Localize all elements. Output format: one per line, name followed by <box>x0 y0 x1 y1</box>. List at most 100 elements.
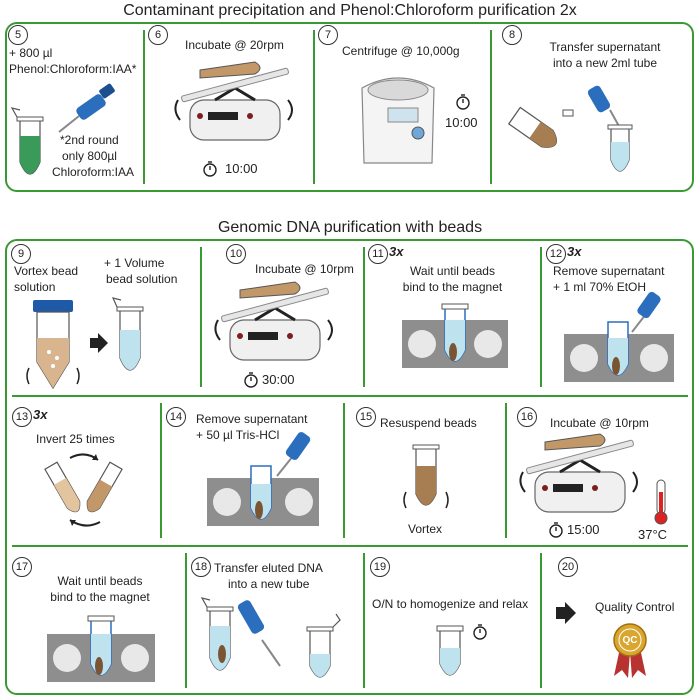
step-14-line-1: Remove supernatant <box>196 412 308 426</box>
pipette-icon <box>58 83 115 133</box>
step-18-number: 18 <box>191 557 211 577</box>
step-11-number: 11 <box>368 244 388 264</box>
step-19-line-1: O/N to homogenize and relax <box>372 597 529 611</box>
step-9-number: 9 <box>11 244 31 264</box>
step-5-note-1: *2nd round <box>60 133 119 147</box>
step-5-line-2: Phenol:Chloroform:IAA* <box>9 62 137 76</box>
divider <box>12 545 688 547</box>
tube-blue-icon <box>607 124 633 172</box>
step-9-line-1: Vortex bead <box>14 264 79 278</box>
step-7-line-1: Centrifuge @ 10,000g <box>342 44 460 58</box>
transfer-tubes-icon <box>200 597 341 678</box>
divider <box>160 403 162 538</box>
step-6-timer: 10:00 <box>225 161 258 176</box>
step-17-line-1: Wait until beads <box>57 574 143 588</box>
step-15-sub: Vortex <box>407 522 443 536</box>
tube-tilted-icon <box>507 106 574 148</box>
divider <box>363 247 365 387</box>
rotator-icon <box>519 433 638 513</box>
tube-green-icon <box>10 107 44 175</box>
step-9-line-2: solution <box>14 280 56 294</box>
centrifuge-icon <box>361 77 435 164</box>
step-11-line-2: bind to the magnet <box>402 280 503 294</box>
step-5-note-3: Chloroform:IAA <box>52 165 135 179</box>
divider <box>540 553 542 688</box>
step-15-line-1: Resuspend beads <box>380 416 477 430</box>
step-12-repeat-badge: 3x <box>567 244 582 259</box>
divider <box>540 247 542 387</box>
top-section-title: Contaminant precipitation and Phenol:Chl… <box>123 2 577 19</box>
divider <box>313 30 315 184</box>
divider <box>185 553 187 688</box>
step-8-number: 8 <box>502 25 522 45</box>
timer-icon <box>473 624 487 640</box>
step-13-number: 13 <box>12 407 32 427</box>
step-7-timer: 10:00 <box>445 115 478 130</box>
step-16-timer: 15:00 <box>567 522 600 537</box>
step-14-number: 14 <box>166 407 186 427</box>
arrow-right-icon <box>556 602 576 624</box>
tube-blue-icon <box>436 625 464 676</box>
step-10-line-1: Incubate @ 10rpm <box>255 262 354 276</box>
step-10-number: 10 <box>226 244 246 264</box>
step-12-line-2: + 1 ml 70% EtOH <box>553 280 647 294</box>
step-17-number: 17 <box>12 557 32 577</box>
bottom-section-title: Genomic DNA purification with beads <box>217 219 483 236</box>
timer-icon <box>456 94 470 110</box>
top-panel <box>5 22 694 192</box>
step-5-note-2: only 800µl <box>62 149 117 163</box>
step-5-number: 5 <box>8 25 28 45</box>
divider <box>143 30 145 184</box>
step-16-line-1: Incubate @ 10rpm <box>550 416 649 430</box>
timer-icon <box>244 372 258 388</box>
magnet-rack-icon <box>402 303 508 368</box>
invert-tubes-icon <box>44 453 123 527</box>
step-11-line-1: Wait until beads <box>410 264 495 278</box>
step-9-extra-2: bead solution <box>106 272 178 286</box>
step-11-repeat-badge: 3x <box>389 244 404 259</box>
step-18-line-1: Transfer eluted DNA <box>214 561 323 575</box>
bottom-panel <box>5 239 694 695</box>
step-20-line-1: Quality Control <box>595 600 675 614</box>
divider <box>363 553 365 688</box>
quality-seal-label: QC <box>622 635 638 646</box>
thermometer-icon <box>654 479 668 525</box>
step-9-extra-1: + 1 Volume <box>104 256 165 270</box>
divider <box>12 395 688 397</box>
falcon-tube-icon <box>26 300 80 390</box>
step-15-number: 15 <box>356 407 376 427</box>
step-16-temperature: 37°C <box>638 527 668 542</box>
step-7-number: 7 <box>318 25 338 45</box>
tube-blue-icon <box>111 297 144 371</box>
step-18-line-2: into a new tube <box>228 577 310 591</box>
step-19-number: 19 <box>370 557 390 577</box>
step-8-line-1: Transfer supernatant <box>549 40 661 54</box>
step-12-number: 12 <box>546 244 566 264</box>
rotator-icon <box>214 281 333 361</box>
timer-icon <box>203 161 217 177</box>
step-6-number: 6 <box>148 25 168 45</box>
divider <box>505 403 507 538</box>
magnet-rack-icon <box>47 615 155 682</box>
step-14-line-2: + 50 µl Tris-HCl <box>196 428 280 442</box>
step-16-number: 16 <box>517 407 537 427</box>
magnet-rack-pipette-icon <box>564 291 674 382</box>
divider <box>343 403 345 538</box>
rotator-icon <box>174 61 293 141</box>
divider <box>200 247 202 387</box>
quality-seal-icon <box>613 623 647 678</box>
step-20-number: 20 <box>558 557 578 577</box>
divider <box>490 30 492 184</box>
step-17-line-2: bind to the magnet <box>50 590 150 604</box>
step-12-line-1: Remove supernatant <box>553 264 665 278</box>
step-5-line-1: + 800 µl <box>9 46 53 60</box>
magnet-rack-pipette-icon <box>207 432 319 526</box>
step-13-repeat-badge: 3x <box>33 407 48 422</box>
timer-icon <box>549 522 563 538</box>
step-10-timer: 30:00 <box>262 372 295 387</box>
step-8-line-2: into a new 2ml tube <box>552 56 658 70</box>
step-13-line-1: Invert 25 times <box>36 432 115 446</box>
vortex-tube-icon <box>403 444 449 509</box>
arrow-right-icon <box>90 333 108 353</box>
step-6-line-1: Incubate @ 20rpm <box>185 38 284 52</box>
